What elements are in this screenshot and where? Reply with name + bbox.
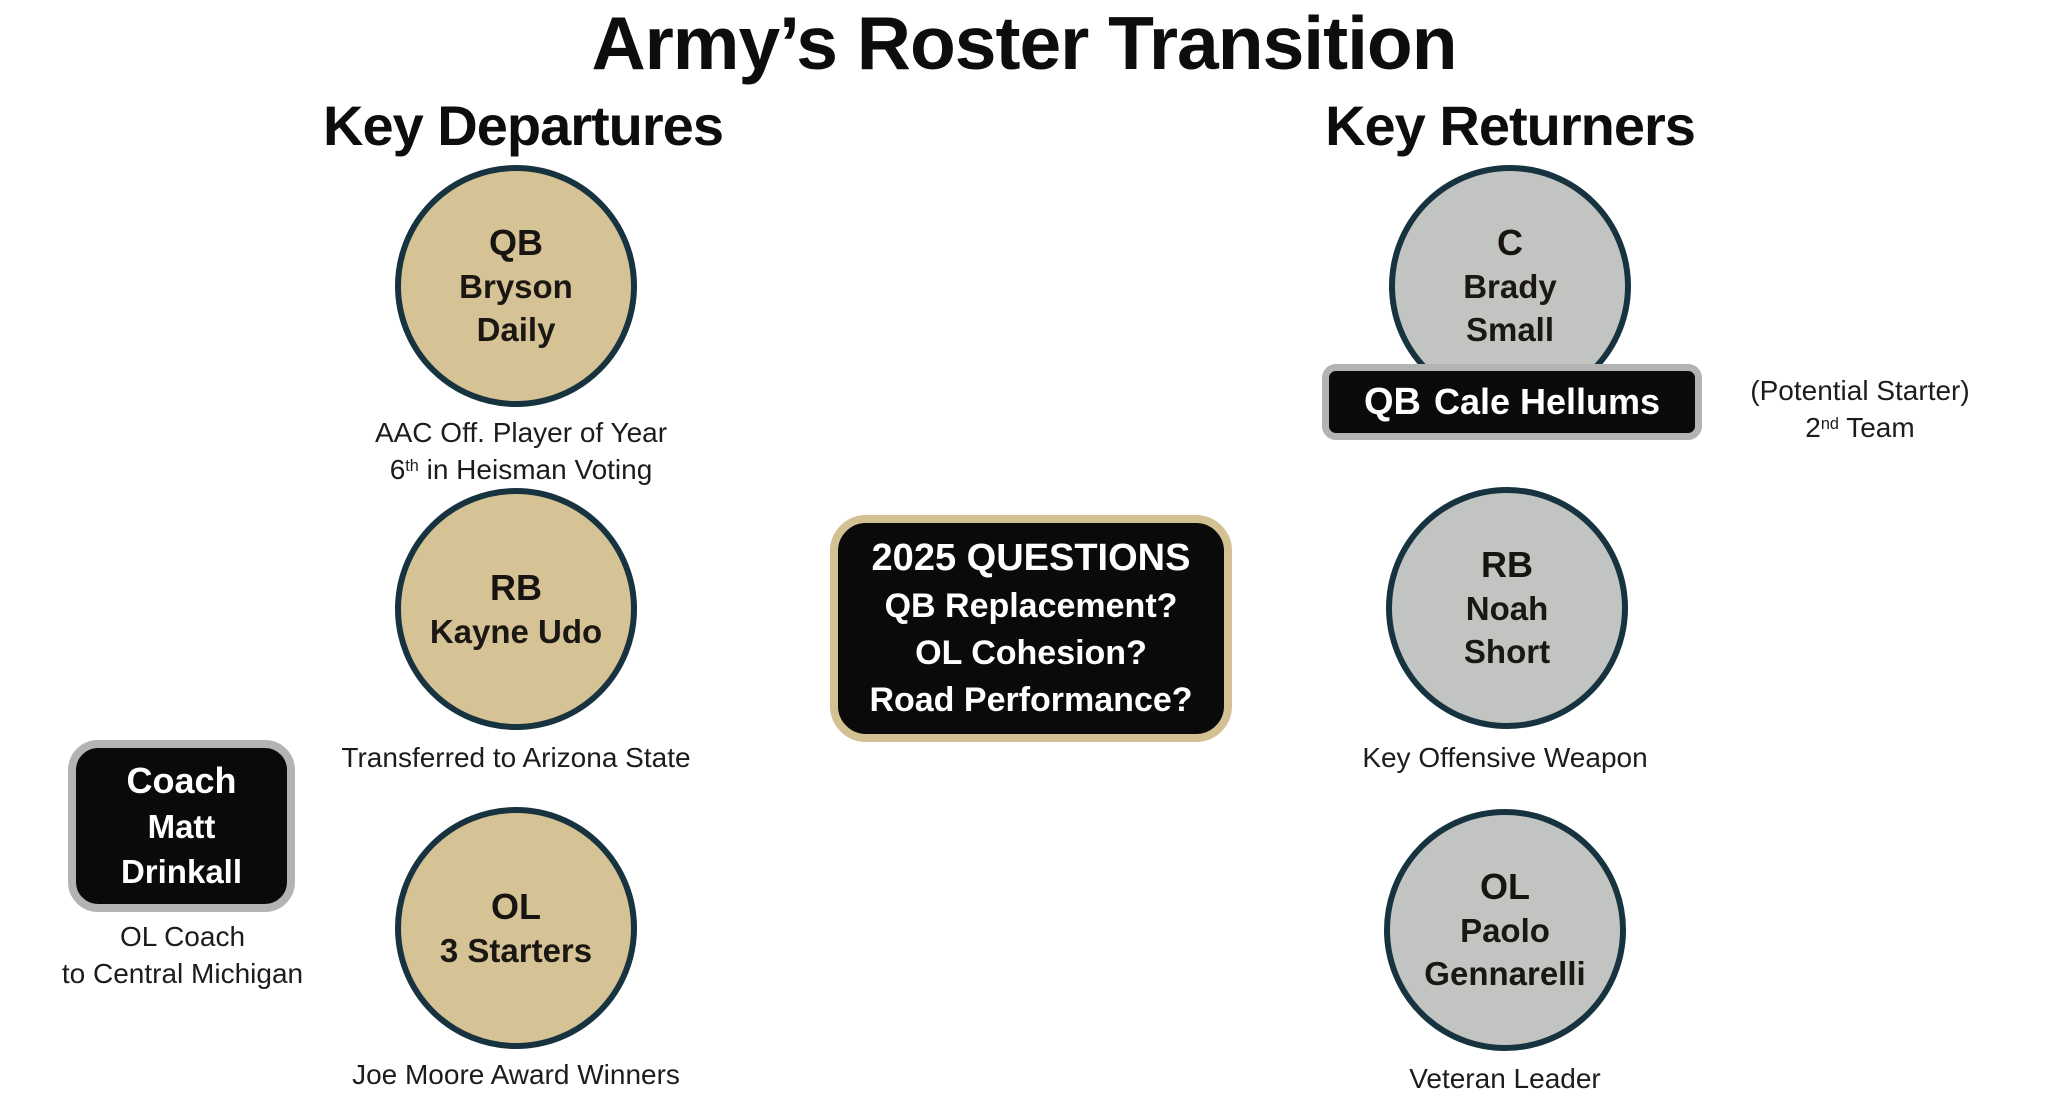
caption-text-part: in Heisman Voting — [418, 454, 653, 485]
player-name-line: 3 Starters — [439, 931, 593, 969]
page-title: Army’s Roster Transition — [591, 1, 1457, 85]
ordinal-suffix: nd — [1820, 414, 1839, 433]
coach-box: Coach Matt Drinkall — [68, 740, 295, 912]
badge-position-label: QB — [1363, 380, 1421, 423]
returner-circle-ol: OL Paolo Gennarelli — [1384, 809, 1626, 1051]
note-line: (Potential Starter) — [1750, 375, 1970, 406]
position-label: RB — [1481, 544, 1533, 585]
caption-line: OL Coach — [119, 921, 246, 952]
caption-line: to Central Michigan — [61, 958, 304, 989]
note-text-part: Team — [1838, 412, 1915, 443]
caption-line: 6th in Heisman Voting — [246, 451, 796, 493]
question-line: QB Replacement? — [884, 587, 1178, 625]
returner-rb-caption: Key Offensive Weapon — [1230, 739, 1780, 776]
key-departures-heading: Key Departures — [323, 94, 724, 157]
qb-cale-hellums-badge: QB Cale Hellums — [1322, 364, 1702, 440]
position-label: QB — [489, 222, 543, 263]
coach-name-line: Matt — [147, 808, 216, 845]
position-label: C — [1497, 222, 1523, 263]
player-name-line: Gennarelli — [1424, 955, 1586, 992]
player-name-line: Daily — [476, 311, 556, 348]
ordinal-suffix: th — [405, 456, 419, 475]
key-returners-heading: Key Returners — [1325, 94, 1696, 157]
caption-line: Transferred to Arizona State — [341, 742, 691, 773]
player-name-line: Bryson — [459, 268, 573, 305]
caption-line: Joe Moore Award Winners — [352, 1059, 680, 1090]
returner-circle-rb: RB Noah Short — [1386, 487, 1628, 729]
questions-box-heading: 2025 QUESTIONS — [871, 537, 1191, 579]
caption-line: Key Offensive Weapon — [1362, 742, 1648, 773]
question-line: OL Cohesion? — [915, 634, 1147, 672]
potential-starter-note: (Potential Starter) 2nd Team — [1705, 372, 2015, 451]
caption-line: Veteran Leader — [1409, 1063, 1601, 1094]
position-label: RB — [490, 566, 542, 608]
player-name-line: Kayne Udo — [429, 612, 603, 650]
returner-ol-caption: Veteran Leader — [1230, 1060, 1780, 1097]
coach-caption: OL Coach to Central Michigan — [25, 918, 340, 992]
player-name-line: Noah — [1465, 590, 1549, 627]
departure-ol-caption: Joe Moore Award Winners — [241, 1056, 791, 1093]
player-name-line: Small — [1465, 311, 1555, 348]
position-label: OL — [1480, 866, 1530, 907]
note-line: 2nd Team — [1705, 409, 2015, 451]
badge-player-name: Cale Hellums — [1433, 381, 1661, 422]
player-name-line: Paolo — [1460, 912, 1550, 949]
coach-box-title: Coach — [126, 760, 237, 801]
departure-circle-rb: RB Kayne Udo — [395, 488, 637, 730]
departure-circle-ol: OL 3 Starters — [395, 807, 637, 1049]
position-label: OL — [491, 885, 541, 927]
coach-name-line: Drinkall — [120, 853, 243, 890]
departure-circle-qb: QB Bryson Daily — [395, 165, 637, 407]
questions-box: 2025 QUESTIONS QB Replacement? OL Cohesi… — [830, 515, 1232, 742]
departure-qb-caption: AAC Off. Player of Year 6th in Heisman V… — [246, 414, 796, 493]
caption-line: AAC Off. Player of Year — [374, 417, 668, 448]
departure-rb-caption: Transferred to Arizona State — [241, 739, 791, 776]
note-text-part: 2 — [1805, 412, 1821, 443]
player-name-line: Short — [1463, 633, 1551, 670]
question-line: Road Performance? — [869, 681, 1193, 719]
player-name-line: Brady — [1463, 268, 1557, 305]
caption-text-part: 6 — [389, 454, 406, 485]
